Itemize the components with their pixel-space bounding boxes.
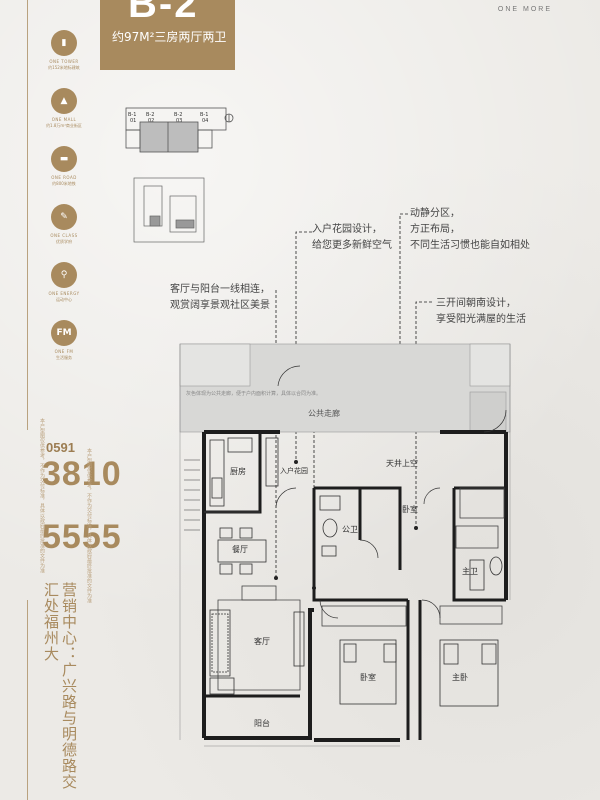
room-master-bedroom: 主卧: [452, 673, 468, 682]
annotation-living-balcony: 客厅与阳台一线相连， 观赏阔享景观社区美景: [170, 284, 270, 311]
corridor-label: 公共走廊: [308, 409, 340, 418]
unit-description: 约97M²三房两厅两卫: [112, 30, 227, 44]
feature-caption: 约1.8万m²商业街区: [46, 123, 82, 128]
annotation-leaders: [275, 213, 432, 588]
tower-icon: ▮: [51, 30, 77, 56]
keyplan-label: B-2: [174, 112, 183, 118]
bathroom-fixtures: [319, 495, 503, 591]
keyplan-label: 02: [148, 118, 155, 124]
exterior-walls: [202, 430, 508, 742]
car-icon: ▬: [51, 146, 77, 172]
feature-caption: 约800米地铁: [52, 181, 76, 186]
keyplan-label: B-1: [200, 112, 209, 118]
sales-center-address: 营销中心：广兴路与明德路交汇处福州大: [42, 582, 78, 790]
feature-title: ONE CLASS: [50, 233, 78, 238]
room-bedroom-top: 卧室: [402, 505, 418, 514]
site-plan: [133, 177, 205, 243]
annotation-entry-garden: 入户花园设计， 给您更多新鲜空气: [312, 224, 392, 251]
unit-badge: B-2 约97M²三房两厅两卫: [100, 0, 235, 70]
room-balcony: 阳台: [254, 719, 270, 728]
room-patio: 天井上空: [386, 459, 418, 468]
legal-disclaimer-2: 本户型图仅供参考，不作为交付标准，具体以政府最终批准的文件为准: [86, 448, 92, 603]
keyplan-label: B-2: [146, 112, 155, 118]
feature-title: ONE ROAD: [51, 175, 77, 180]
feature-title: ONE FM: [54, 349, 74, 354]
feature-fm: FM ONE FM 生活服务: [36, 320, 92, 361]
room-entry-garden: 入户花园: [280, 467, 308, 475]
school-icon: ✎: [51, 204, 77, 230]
annotation-three-bay: 三开间朝南设计， 享受阳光满屋的生活: [436, 298, 526, 325]
left-divider-lower: [27, 600, 28, 800]
dining-table: [217, 527, 267, 575]
feature-title: ONE TOWER: [49, 59, 79, 64]
stairs: [184, 459, 200, 531]
feature-caption: 生活服务: [56, 355, 72, 360]
phone-line-2: 5555: [42, 518, 122, 556]
feature-tower: ▮ ONE TOWER 约152米地标建筑: [36, 30, 92, 71]
feature-road: ▬ ONE ROAD 约800米地铁: [36, 146, 92, 187]
public-corridor: [179, 343, 511, 433]
feature-caption: 运动中心: [56, 297, 72, 302]
phone-prefix: 0591: [46, 440, 75, 455]
left-divider: [27, 0, 28, 430]
feature-mall: ▲ ONE MALL 约1.8万m²商业街区: [36, 88, 92, 129]
keyplan-label: 04: [202, 118, 209, 124]
keyplan-label: 01: [130, 118, 137, 124]
room-living: 客厅: [254, 637, 270, 646]
feature-energy: ⚲ ONE ENERGY 运动中心: [36, 262, 92, 303]
gray-area-note: 灰色体现为公共走廊，便于户内面积计算，具体以合同为准。: [186, 391, 322, 397]
feature-caption: 优质学府: [56, 239, 72, 244]
room-kitchen: 厨房: [230, 467, 246, 476]
kitchen-fixtures: [209, 437, 279, 507]
feature-title: ONE MALL: [51, 117, 77, 122]
unit-code: B-2: [128, 0, 199, 26]
room-dining: 餐厅: [232, 545, 248, 554]
phone-line-1: 3810: [42, 455, 122, 493]
annotation-zoning: 动静分区， 方正布局， 不同生活习惯也能自如相处: [410, 208, 530, 251]
radio-icon: FM: [51, 320, 77, 346]
feature-class: ✎ ONE CLASS 优质学府: [36, 204, 92, 245]
bike-icon: ⚲: [51, 262, 77, 288]
mall-icon: ▲: [51, 88, 77, 114]
brand-logo: ONE MORE: [497, 6, 552, 13]
legal-disclaimer: 本户型图仅供参考，不作为交付标准，具体以政府最终批准的文件为准: [39, 418, 45, 573]
feature-title: ONE ENERGY: [48, 291, 80, 296]
doors: [275, 365, 507, 619]
room-bedroom: 卧室: [360, 673, 376, 682]
room-master-bath: 主卫: [462, 567, 478, 576]
keyplan-label: B-1: [128, 112, 137, 118]
key-plan: [125, 107, 234, 153]
room-public-bath: 公卫: [342, 525, 358, 534]
keyplan-label: 03: [176, 118, 183, 124]
feature-caption: 约152米地标建筑: [48, 65, 80, 70]
beds: [339, 639, 499, 707]
sofa: [209, 609, 305, 695]
